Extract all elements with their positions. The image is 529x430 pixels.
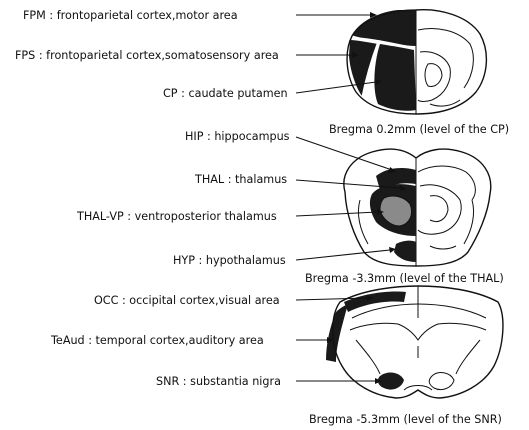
label-fpm-text: FPM : frontoparietal cortex,motor area bbox=[23, 9, 238, 22]
occ-region bbox=[344, 291, 406, 312]
section-thal-outline bbox=[344, 149, 491, 266]
caption-snr: Bregma -5.3mm (level of the SNR) bbox=[309, 413, 502, 426]
label-thal-vp-text: THAL-VP : ventroposterior thalamus bbox=[76, 210, 277, 223]
label-fpm: FPM : frontoparietal cortex,motor area bbox=[23, 9, 377, 22]
teaud-region bbox=[326, 304, 348, 362]
cp-region bbox=[374, 44, 416, 111]
label-cp: CP : caudate putamen bbox=[163, 79, 382, 100]
label-snr: SNR : substantia nigra bbox=[156, 375, 382, 388]
label-snr-text: SNR : substantia nigra bbox=[156, 375, 281, 388]
section-thal: HIP : hippocampus THAL : thalamus THAL-V… bbox=[76, 130, 504, 285]
label-occ: OCC : occipital cortex,visual area bbox=[94, 294, 374, 307]
label-hip: HIP : hippocampus bbox=[185, 130, 397, 173]
caption-thal: Bregma -3.3mm (level of the THAL) bbox=[305, 272, 504, 285]
label-teaud: TeAud : temporal cortex,auditory area bbox=[50, 334, 334, 347]
label-occ-text: OCC : occipital cortex,visual area bbox=[94, 294, 280, 307]
coronal-section-cp-drawing bbox=[347, 10, 486, 114]
label-fps: FPS : frontoparietal cortex,somatosensor… bbox=[15, 49, 359, 62]
section-cp: FPM : frontoparietal cortex,motor area F… bbox=[15, 9, 509, 136]
label-hyp-text: HYP : hypothalamus bbox=[173, 254, 286, 267]
label-teaud-text: TeAud : temporal cortex,auditory area bbox=[50, 334, 264, 347]
label-thal-text: THAL : thalamus bbox=[194, 173, 287, 186]
label-fps-text: FPS : frontoparietal cortex,somatosensor… bbox=[15, 49, 279, 62]
caption-cp: Bregma 0.2mm (level of the CP) bbox=[329, 123, 509, 136]
section-snr: OCC : occipital cortex,visual area TeAud… bbox=[50, 286, 503, 426]
label-thal-vp: THAL-VP : ventroposterior thalamus bbox=[76, 209, 384, 223]
label-cp-text: CP : caudate putamen bbox=[163, 87, 288, 100]
label-hip-text: HIP : hippocampus bbox=[185, 130, 290, 143]
label-thal: THAL : thalamus bbox=[194, 173, 407, 191]
coronal-section-thal-drawing bbox=[344, 149, 491, 266]
hyp-region bbox=[394, 241, 416, 262]
